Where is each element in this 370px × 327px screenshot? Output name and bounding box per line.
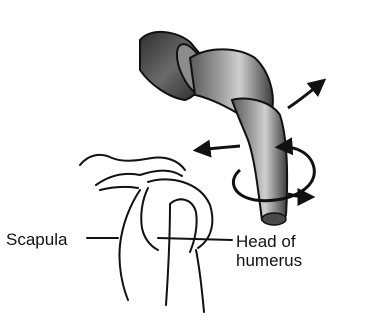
- shoulder-skeleton: [80, 155, 232, 312]
- arm-lower-end: [262, 213, 286, 225]
- humerus-shaft-right: [196, 250, 204, 312]
- head-of-humerus-label-line1: Head of: [236, 232, 296, 251]
- humeral-head-inner: [170, 199, 197, 252]
- head-of-humerus-label: Head of humerus: [236, 232, 302, 270]
- scapula-outline: [119, 190, 140, 300]
- acromion: [96, 171, 182, 185]
- acromion-lower: [100, 187, 138, 190]
- humerus-shaft-left: [166, 204, 170, 305]
- arrow-up-right: [288, 82, 322, 108]
- clavicle: [80, 155, 185, 170]
- head-of-humerus-label-line2: humerus: [236, 251, 302, 270]
- arrow-left: [198, 146, 240, 150]
- scapula-glenoid: [141, 188, 158, 250]
- scapula-label: Scapula: [6, 230, 67, 249]
- arm-model: [140, 32, 287, 225]
- arm-lower-segment: [232, 99, 287, 223]
